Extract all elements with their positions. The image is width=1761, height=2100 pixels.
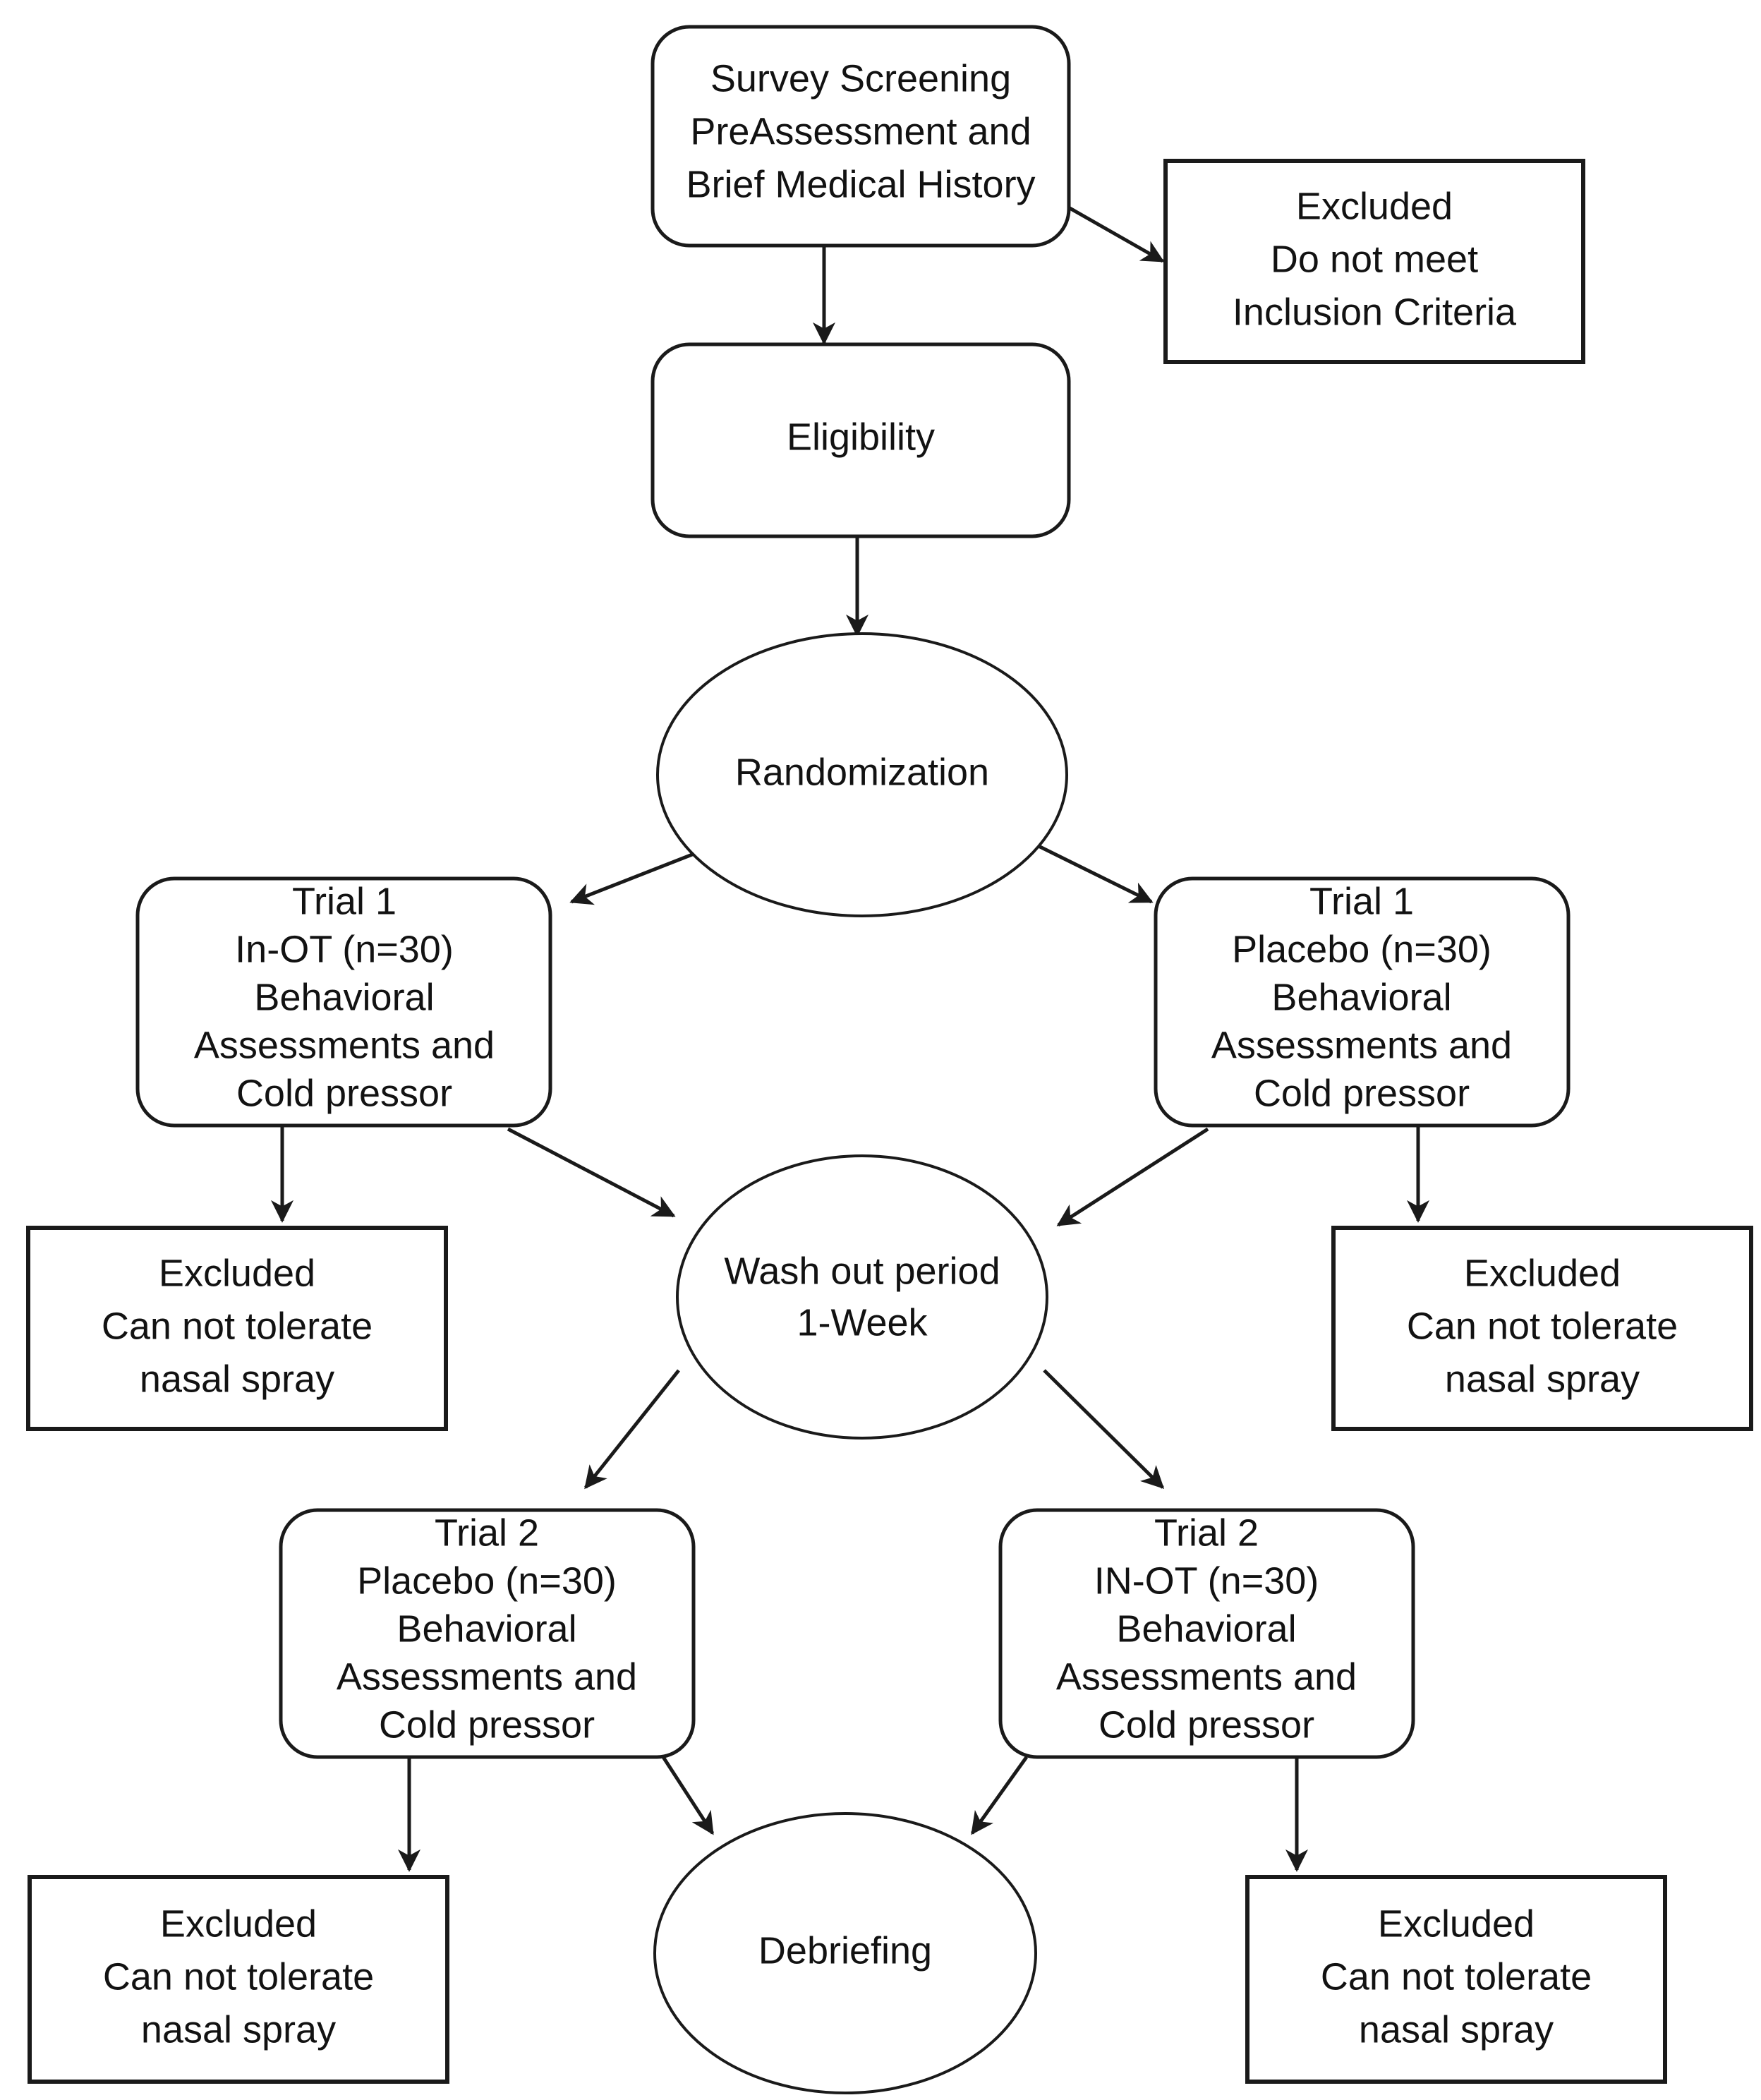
- excluded-left-mid-line-0: Excluded: [159, 1252, 315, 1294]
- excluded-right-mid-shape: [1331, 1226, 1753, 1431]
- edges-layer: [270, 195, 1430, 1872]
- excluded-right-bottom-line-1: Can not tolerate: [1321, 1955, 1592, 1998]
- randomization-shape: [656, 632, 1068, 917]
- excluded-right-mid-line-0: Excluded: [1464, 1252, 1621, 1294]
- node-excluded-right-mid[interactable]: Excluded Can not tolerate nasal spray: [1331, 1226, 1753, 1431]
- trial1-inot-line-1: In-OT (n=30): [235, 928, 454, 970]
- debriefing-shape: [653, 1812, 1037, 2094]
- trial1-placebo-line-1: Placebo (n=30): [1232, 928, 1491, 970]
- trial2-inot-line-1: IN-OT (n=30): [1094, 1559, 1319, 1602]
- screening-line-1: PreAssessment and: [690, 110, 1031, 152]
- node-eligibility[interactable]: Eligibility: [650, 342, 1071, 538]
- excluded-left-mid-line-1: Can not tolerate: [102, 1305, 373, 1347]
- trial2-placebo-shape: [279, 1508, 696, 1759]
- trial2-placebo-line-4: Cold pressor: [379, 1703, 595, 1746]
- washout-line-0: Wash out period: [724, 1250, 1000, 1292]
- excluded-right-bottom-shape: [1245, 1875, 1667, 2084]
- screening-shape: [650, 25, 1071, 248]
- excluded-left-bottom-shape: [28, 1875, 449, 2084]
- trial2-inot-shape: [998, 1508, 1415, 1759]
- washout-shape: [676, 1154, 1048, 1440]
- excluded-right-bottom-line-2: nasal spray: [1359, 2008, 1554, 2051]
- node-debriefing[interactable]: Debriefing: [653, 1812, 1037, 2094]
- node-washout[interactable]: Wash out period 1-Week: [676, 1154, 1048, 1440]
- trial2-inot-line-3: Assessments and: [1056, 1655, 1357, 1698]
- trial1-inot-shape: [135, 876, 552, 1128]
- excluded-right-bottom-line-0: Excluded: [1378, 1902, 1535, 1945]
- trial1-placebo-line-3: Assessments and: [1211, 1024, 1512, 1066]
- edge-trial2-placebo-to-debriefing: [661, 1756, 715, 1835]
- node-trial2-placebo[interactable]: Trial 2 Placebo (n=30) Behavioral Assess…: [279, 1508, 696, 1759]
- excluded-left-bottom-line-1: Can not tolerate: [103, 1955, 374, 1998]
- eligibility-label: Eligibility: [787, 416, 935, 458]
- edge-washout-to-trial2-inot: [1043, 1369, 1165, 1490]
- trial2-inot-line-2: Behavioral: [1116, 1607, 1296, 1650]
- trial1-placebo-line-0: Trial 1: [1309, 880, 1414, 922]
- node-excluded-inclusion[interactable]: Excluded Do not meet Inclusion Criteria: [1163, 159, 1585, 364]
- debriefing-label: Debriefing: [758, 1929, 932, 1972]
- node-trial1-inot[interactable]: Trial 1 In-OT (n=30) Behavioral Assessme…: [135, 876, 552, 1128]
- excluded-left-bottom-line-2: nasal spray: [141, 2008, 336, 2051]
- trial2-placebo-line-0: Trial 2: [435, 1511, 539, 1554]
- node-screening[interactable]: Survey Screening PreAssessment and Brief…: [650, 25, 1071, 248]
- excluded-inclusion-shape: [1163, 159, 1585, 364]
- trial1-inot-line-2: Behavioral: [254, 976, 434, 1018]
- node-excluded-left-mid[interactable]: Excluded Can not tolerate nasal spray: [26, 1226, 448, 1431]
- excluded-left-bottom-line-0: Excluded: [160, 1902, 317, 1945]
- node-trial2-inot[interactable]: Trial 2 IN-OT (n=30) Behavioral Assessme…: [998, 1508, 1415, 1759]
- excluded-right-mid-line-2: nasal spray: [1445, 1358, 1640, 1400]
- node-trial1-placebo[interactable]: Trial 1 Placebo (n=30) Behavioral Assess…: [1154, 876, 1571, 1128]
- trial1-inot-line-0: Trial 1: [292, 880, 397, 922]
- edge-washout-to-trial2-placebo: [584, 1369, 680, 1490]
- screening-line-0: Survey Screening: [710, 57, 1011, 99]
- node-excluded-left-bottom[interactable]: Excluded Can not tolerate nasal spray: [28, 1875, 449, 2084]
- trial2-inot-line-4: Cold pressor: [1099, 1703, 1314, 1746]
- trial1-placebo-line-4: Cold pressor: [1254, 1072, 1470, 1114]
- trial2-inot-line-0: Trial 2: [1154, 1511, 1259, 1554]
- excluded-inclusion-line-2: Inclusion Criteria: [1233, 291, 1517, 333]
- washout-line-1: 1-Week: [797, 1301, 928, 1344]
- trial2-placebo-line-2: Behavioral: [397, 1607, 576, 1650]
- edge-trial2-inot-to-debriefing: [970, 1756, 1029, 1835]
- trial2-placebo-line-3: Assessments and: [337, 1655, 637, 1698]
- excluded-left-mid-shape: [26, 1226, 448, 1431]
- trial2-placebo-line-1: Placebo (n=30): [357, 1559, 617, 1602]
- excluded-inclusion-line-1: Do not meet: [1271, 238, 1478, 280]
- screening-line-2: Brief Medical History: [686, 163, 1035, 205]
- trial1-inot-line-4: Cold pressor: [236, 1072, 452, 1114]
- node-randomization[interactable]: Randomization: [656, 632, 1068, 917]
- edge-trial1-inot-to-washout: [507, 1127, 676, 1218]
- trial1-placebo-shape: [1154, 876, 1571, 1128]
- randomization-label: Randomization: [735, 751, 989, 793]
- trial1-inot-line-3: Assessments and: [194, 1024, 495, 1066]
- edge-trial1-placebo-to-washout: [1056, 1127, 1209, 1227]
- excluded-right-mid-line-1: Can not tolerate: [1407, 1305, 1678, 1347]
- eligibility-shape: [650, 342, 1071, 538]
- edge-randomization-to-trial1-placebo: [1036, 843, 1154, 904]
- trial1-placebo-line-2: Behavioral: [1271, 976, 1451, 1018]
- excluded-left-mid-line-2: nasal spray: [140, 1358, 334, 1400]
- node-excluded-right-bottom[interactable]: Excluded Can not tolerate nasal spray: [1245, 1875, 1667, 2084]
- excluded-inclusion-line-0: Excluded: [1296, 185, 1453, 227]
